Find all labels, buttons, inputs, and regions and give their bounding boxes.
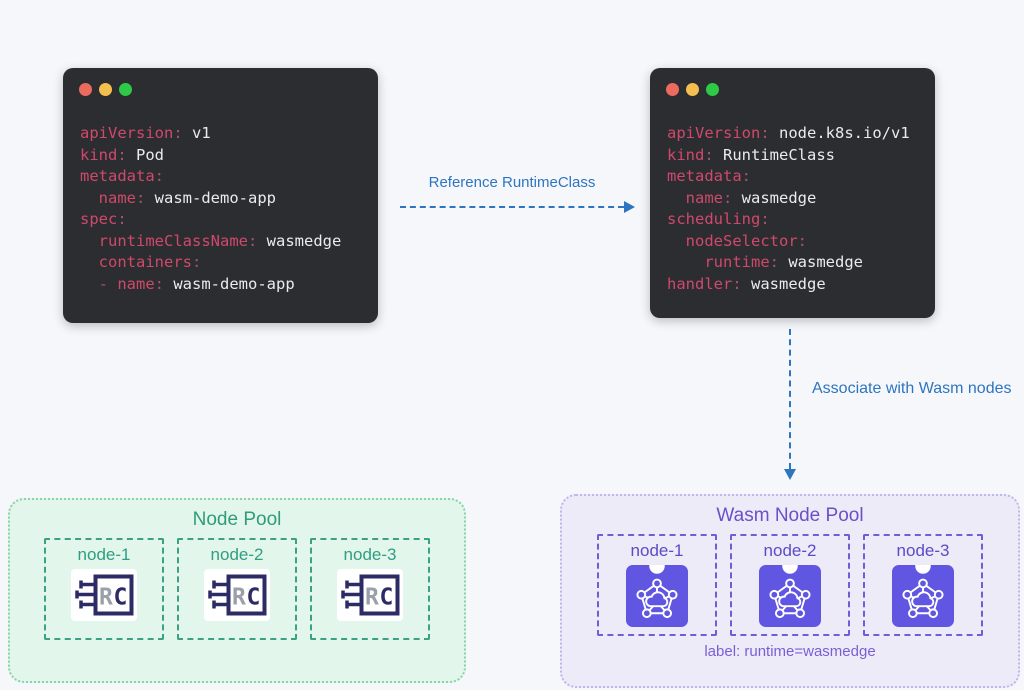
code-line: name: wasmedge [685,188,817,207]
node-box-node-2: node-2 [730,534,850,636]
node-box-node-1: node-1 R C [44,538,164,640]
code-line: runtimeClassName: wasmedge [98,231,342,250]
node-label: node-1 [77,545,131,564]
window-controls [79,83,362,96]
window-maximize-button [119,83,132,96]
runtime-label-text: label: runtime=wasmedge [704,643,876,660]
window-minimize-button [686,83,699,96]
node-label: node-3 [896,541,950,560]
node-pool: Node Pool node-1 R C node-2 R C node-3 R… [8,498,466,683]
runtimeclass-manifest-code: apiVersion: node.k8s.io/v1 kind: RuntimeC… [667,123,919,295]
code-line: runtime: wasmedge [704,253,863,271]
code-line: kind: Pod [80,145,164,164]
code-line: containers: [98,253,202,271]
node-box-node-1: node-1 [597,534,717,636]
node-box-node-2: node-2 R C [177,538,297,640]
window-controls [666,83,919,96]
terminal-window-runtimeclass: apiVersion: node.k8s.io/v1 kind: RuntimeC… [650,68,935,318]
node-label: node-3 [343,545,397,564]
wasm-node-pool: Wasm Node Pool node-1 node-2 node-3 [560,494,1020,688]
wasm-node-pool-row: node-1 node-2 node-3 [562,534,1018,636]
code-line: apiVersion: node.k8s.io/v1 [667,124,910,142]
window-minimize-button [99,83,112,96]
code-line: - name: wasm-demo-app [98,274,295,293]
code-line: handler: wasmedge [667,274,826,293]
node-label: node-2 [763,541,817,560]
code-line: apiVersion: v1 [80,124,211,142]
node-pool-row: node-1 R C node-2 R C node-3 R C [10,538,464,640]
terminal-window-pod: apiVersion: v1 kind: Pod metadata: name: w… [63,68,378,323]
runc-logo-icon: R C [204,569,270,621]
svg-text:R: R [365,585,379,611]
wasm-node-pool-title: Wasm Node Pool [716,505,864,526]
node-box-node-3: node-3 R C [310,538,430,640]
runc-logo-icon: R C [337,569,403,621]
wasmedge-logo-icon [626,565,688,627]
window-close-button [666,83,679,96]
svg-text:C: C [380,585,394,611]
reference-runtimeclass-label: Reference RuntimeClass [428,174,596,191]
associate-arrow [784,329,796,480]
associate-wasm-nodes-label: Associate with Wasm nodes [812,380,1012,397]
pod-manifest-code: apiVersion: v1 kind: Pod metadata: name: w… [80,123,362,295]
code-line: scheduling: [667,210,770,228]
node-box-node-3: node-3 [863,534,983,636]
runc-logo-icon: R C [71,569,137,621]
node-label: node-1 [630,541,684,560]
code-line: nodeSelector: [685,231,807,250]
svg-text:R: R [99,585,113,611]
wasmedge-logo-icon [892,565,954,627]
window-maximize-button [706,83,719,96]
svg-text:R: R [232,585,246,611]
code-line: name: wasm-demo-app [98,188,276,207]
svg-text:C: C [114,585,128,611]
node-pool-title: Node Pool [192,509,282,530]
code-line: kind: RuntimeClass [667,145,835,164]
code-line: metadata: [667,167,751,185]
window-close-button [79,83,92,96]
node-label: node-2 [210,545,264,564]
code-line: metadata: [80,167,164,185]
code-line: spec: [80,210,127,228]
reference-arrow [400,201,635,213]
wasmedge-logo-icon [759,565,821,627]
svg-text:C: C [247,585,261,611]
